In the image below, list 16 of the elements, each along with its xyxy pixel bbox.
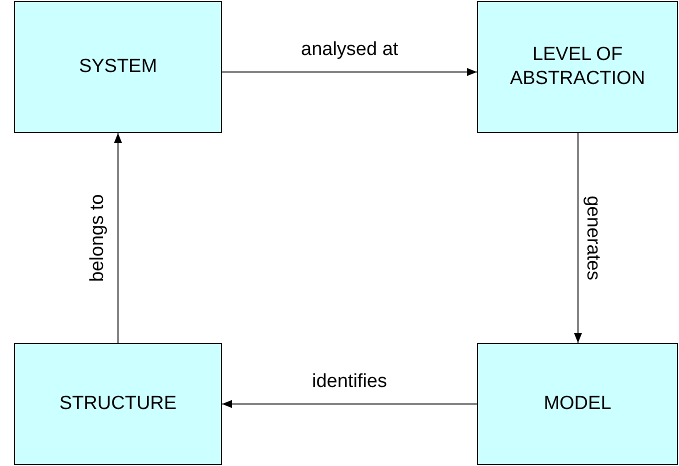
node-label: STRUCTURE — [59, 392, 177, 416]
arrow — [222, 68, 478, 76]
node-label: LEVEL OF ABSTRACTION — [508, 43, 646, 91]
edge-label: generates — [580, 196, 603, 280]
edge-label: belongs to — [86, 194, 109, 282]
edge-label: identifies — [312, 371, 387, 393]
node-label: MODEL — [544, 392, 612, 416]
arrow — [574, 132, 582, 344]
process-box — [14, 343, 222, 465]
process-box — [477, 1, 678, 133]
node-label: SYSTEM — [78, 55, 158, 79]
process-box — [477, 343, 678, 465]
arrow — [222, 400, 478, 408]
process-box — [14, 1, 222, 133]
arrow — [114, 132, 122, 344]
edge-label: analysed at — [301, 39, 398, 61]
